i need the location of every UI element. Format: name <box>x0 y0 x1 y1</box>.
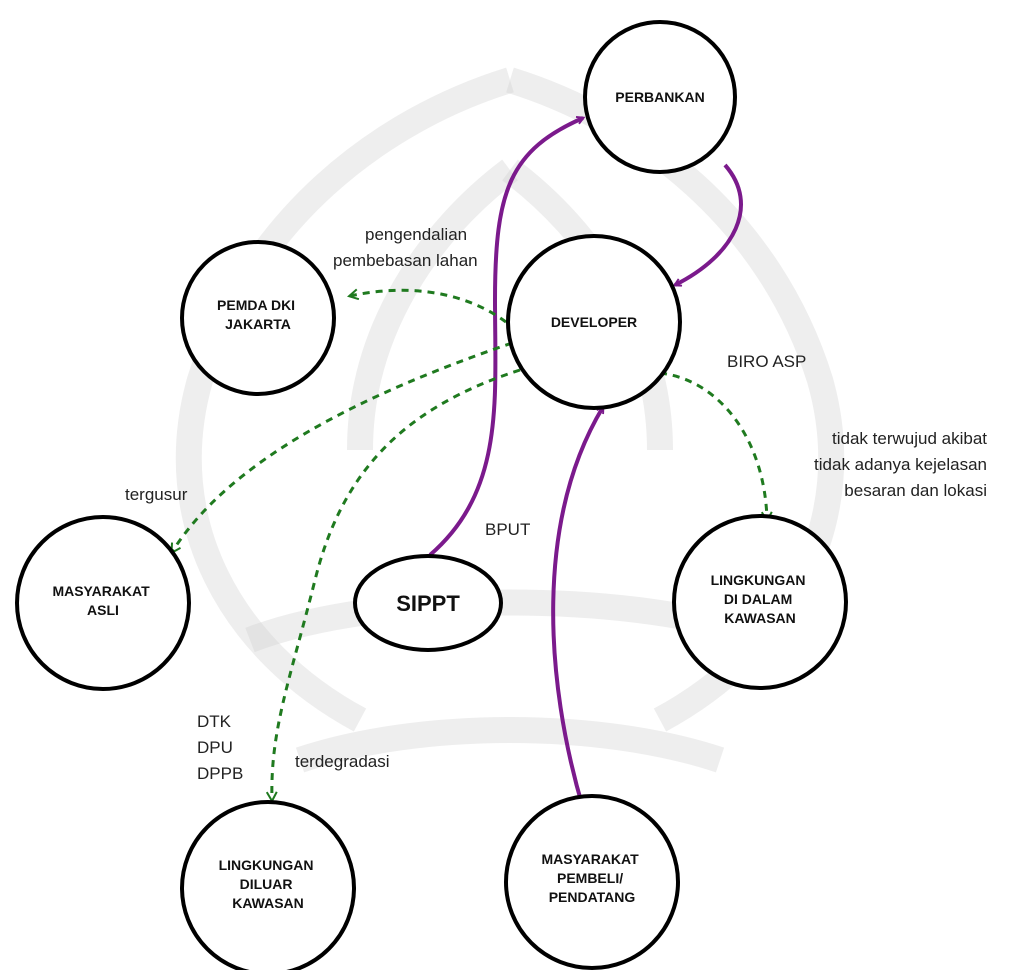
svg-text:MASYARAKAT PEMBELI/: MASYARAKAT PEMBELI/ PENDATANG <box>541 851 642 905</box>
edge-developer-to-lingkungan-dalam <box>659 371 767 520</box>
node-sippt: SIPPT <box>353 554 503 652</box>
node-pemda-dki-jakarta: PEMDA DKI JAKARTA <box>180 240 336 396</box>
label-dppb: DPPB <box>197 764 243 783</box>
label-terdegradasi: terdegradasi <box>295 752 390 771</box>
node-developer: DEVELOPER <box>506 234 682 410</box>
edge-perbankan-to-developer <box>675 163 743 287</box>
node-lingkungan-diluar-kawasan: LINGKUNGAN DILUAR KAWASAN <box>180 800 356 970</box>
node-masyarakat-asli: MASYARAKAT ASLI <box>15 515 191 691</box>
node-masyarakat-asli-line1: MASYARAKAT <box>52 583 150 599</box>
node-lingkungan-dalam-line3: KAWASAN <box>724 610 796 626</box>
label-tergusur: tergusur <box>125 485 188 504</box>
label-tidak-adanya: tidak adanya kejelasan <box>814 455 987 474</box>
label-pengendalian: pengendalian <box>365 225 467 244</box>
svg-text:LINGKUNGAN DI DALAM: LINGKUNGAN DI DALAM KAWASAN <box>711 572 810 626</box>
label-dtk: DTK <box>197 712 232 731</box>
edge-pembeli-to-developer <box>551 407 605 809</box>
svg-text:MASYARAKAT ASLI: MASYARAKAT ASLI <box>52 583 153 618</box>
node-masyarakat-asli-line2: ASLI <box>87 602 119 618</box>
node-lingkungan-dalam-line2: DI DALAM <box>724 591 792 607</box>
label-dpu: DPU <box>197 738 233 757</box>
svg-text:PEMDA DKI JAKARTA: PEMDA DKI JAKARTA <box>217 297 299 332</box>
edge-sippt-to-perbankan <box>428 118 583 557</box>
node-lingkungan-dalam-line1: LINGKUNGAN <box>711 572 806 588</box>
label-bput: BPUT <box>485 520 530 539</box>
impact-edges <box>172 290 767 800</box>
svg-text:LINGKUNGAN DILUAR: LINGKUNGAN DILUAR KAWASAN <box>219 857 318 911</box>
node-masyarakat-pembeli-line2: PEMBELI/ <box>557 870 623 886</box>
edge-labels: pengendalian pembebasan lahan BIRO ASP t… <box>125 225 987 783</box>
label-pembebasan-lahan: pembebasan lahan <box>333 251 478 270</box>
label-biro-asp: BIRO ASP <box>727 352 806 371</box>
node-lingkungan-di-dalam-kawasan: LINGKUNGAN DI DALAM KAWASAN <box>672 514 848 690</box>
influence-edges <box>428 118 743 809</box>
node-masyarakat-pembeli-pendatang: MASYARAKAT PEMBELI/ PENDATANG <box>504 794 680 970</box>
node-perbankan-label: PERBANKAN <box>615 89 704 105</box>
node-masyarakat-pembeli-line1: MASYARAKAT <box>541 851 639 867</box>
svg-text:DEVELOPER: DEVELOPER <box>551 314 637 330</box>
node-masyarakat-pembeli-line3: PENDATANG <box>549 889 636 905</box>
node-perbankan: PERBANKAN <box>583 20 737 174</box>
label-tidak-terwujud: tidak terwujud akibat <box>832 429 987 448</box>
node-pemda-label-line2: JAKARTA <box>225 316 291 332</box>
node-pemda-label-line1: PEMDA DKI <box>217 297 295 313</box>
edge-developer-to-masyarakat-asli <box>172 341 513 552</box>
node-sippt-label: SIPPT <box>396 591 460 616</box>
node-lingkungan-luar-line1: LINGKUNGAN <box>219 857 314 873</box>
svg-text:PERBANKAN: PERBANKAN <box>615 89 704 105</box>
edge-developer-to-pemda <box>350 290 507 324</box>
node-lingkungan-luar-line3: KAWASAN <box>232 895 304 911</box>
node-lingkungan-luar-line2: DILUAR <box>240 876 293 892</box>
label-besaran-lokasi: besaran dan lokasi <box>844 481 987 500</box>
svg-text:SIPPT: SIPPT <box>396 591 460 616</box>
node-developer-label: DEVELOPER <box>551 314 637 330</box>
